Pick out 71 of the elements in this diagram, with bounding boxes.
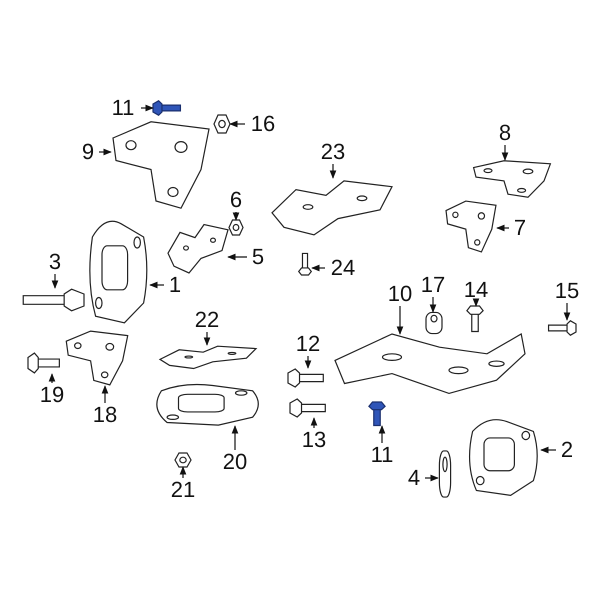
callout-number: 23 <box>317 140 349 164</box>
leader-line <box>52 274 58 289</box>
callout-number: 10 <box>384 282 416 306</box>
bolt-drawing <box>153 100 181 116</box>
nut-drawing <box>229 220 243 235</box>
callout-number: 18 <box>89 403 121 427</box>
callout-number: 5 <box>249 245 267 269</box>
bracket-drawing <box>438 450 452 498</box>
callout-number: 17 <box>417 273 449 297</box>
callout-number: 6 <box>227 188 245 212</box>
leader-line <box>227 254 247 260</box>
callout-number: 19 <box>36 383 68 407</box>
callout-number: 22 <box>191 308 223 332</box>
bolt-drawing <box>290 398 326 418</box>
leader-line <box>502 145 508 161</box>
plate-drawing <box>160 345 256 369</box>
bolt-drawing <box>28 352 60 374</box>
callout-number: 12 <box>292 332 324 356</box>
callout-number: 16 <box>247 112 279 136</box>
callout-number: 7 <box>511 216 529 240</box>
callout-number: 8 <box>496 121 514 145</box>
callout-number: 11 <box>366 443 398 467</box>
bracket-drawing <box>472 160 552 198</box>
leader-line <box>48 373 56 383</box>
leader-line <box>304 356 312 369</box>
bracket-drawing <box>424 312 444 334</box>
leader-line <box>232 212 240 221</box>
leader-line <box>229 120 245 128</box>
nut-drawing <box>214 115 230 133</box>
leader-line <box>564 303 570 321</box>
leader-line <box>204 332 210 346</box>
callout-number: 15 <box>551 279 583 303</box>
leader-line <box>472 298 480 307</box>
callout-number: 2 <box>558 438 576 462</box>
callout-number: 24 <box>327 256 359 280</box>
bolt-drawing <box>368 402 386 426</box>
leader-line <box>149 282 164 288</box>
callout-number: 4 <box>405 466 423 490</box>
leader-line <box>425 474 439 482</box>
callout-number: 3 <box>46 250 64 274</box>
leader-line <box>330 164 336 179</box>
leader-line <box>540 446 556 454</box>
leader-line <box>180 466 186 478</box>
bolt-drawing <box>466 306 484 332</box>
leader-line <box>310 417 318 428</box>
bolt-drawing <box>298 253 312 275</box>
callout-number: 11 <box>107 96 139 120</box>
bracket-drawing <box>65 330 129 386</box>
bolt-drawing <box>548 320 576 336</box>
bracket-drawing <box>111 120 211 210</box>
callout-number: 13 <box>298 428 330 452</box>
bolt-drawing <box>22 288 84 312</box>
nut-drawing <box>175 453 191 467</box>
plate-drawing <box>168 222 228 274</box>
bolt-drawing <box>288 368 324 388</box>
leader-line <box>396 306 404 335</box>
callout-number: 20 <box>219 450 251 474</box>
leader-line <box>378 425 386 443</box>
callout-number: 14 <box>460 278 492 302</box>
leader-line <box>99 148 112 156</box>
leader-line <box>102 385 108 403</box>
plate-drawing <box>272 178 392 236</box>
callout-number: 21 <box>167 478 199 502</box>
leader-line <box>311 264 325 272</box>
leader-line <box>141 104 154 112</box>
leader-line <box>232 425 238 450</box>
leader-line <box>496 224 509 232</box>
callout-number: 1 <box>166 273 184 297</box>
bracket-drawing <box>445 200 497 253</box>
leader-line <box>430 297 436 313</box>
callout-number: 9 <box>79 140 97 164</box>
